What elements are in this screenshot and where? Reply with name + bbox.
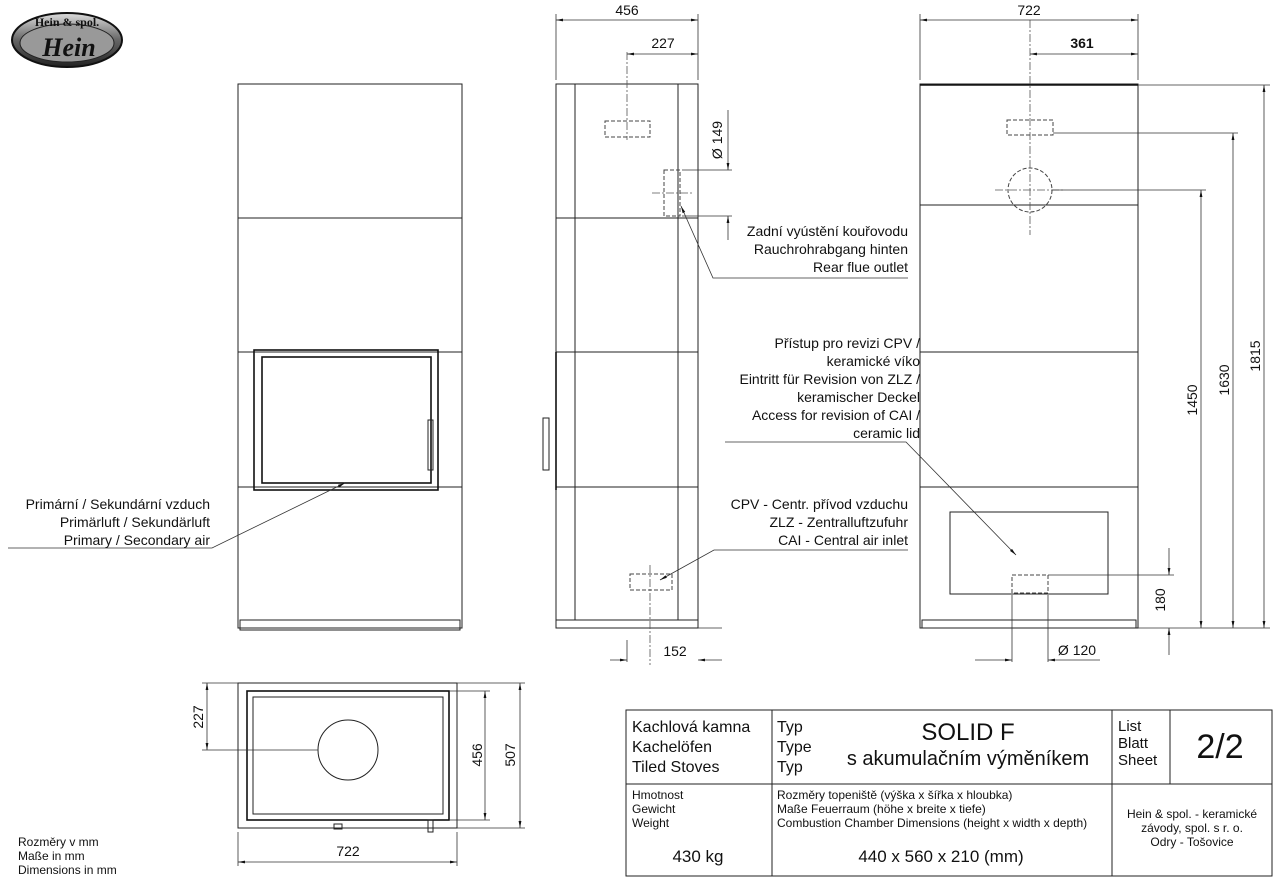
labels-revision-3-text: keramischer Deckel	[797, 389, 920, 405]
title_block-type_labels-0-text: Typ	[777, 719, 803, 736]
dims-inlet_dia-text: Ø 120	[1058, 642, 1096, 658]
title_block-weight-text: 430 kg	[672, 847, 723, 866]
title_block-chamber_labels-2-text: Combustion Chamber Dimensions (height x …	[777, 816, 1087, 830]
dims-back_half-text: 361	[1070, 35, 1094, 51]
title_block-weight_labels-0-text: Hmotnost	[632, 788, 684, 802]
dims-top_depth_flue-text: 227	[190, 705, 206, 729]
model-name: SOLID F	[921, 719, 1014, 746]
labels-units-1-text: Maße in mm	[18, 849, 85, 863]
hein-logo: Hein & spol. Hein	[11, 12, 123, 68]
labels-revision-2-text: Eintritt für Revision von ZLZ /	[739, 371, 920, 387]
labels-cai-1-text: ZLZ - Zentralluftzufuhr	[770, 514, 909, 530]
labels-air-1-text: Primärluft / Sekundärluft	[60, 514, 210, 530]
title_block-sheet_labels-1-text: Blatt	[1118, 735, 1149, 752]
labels-air-2-text: Primary / Secondary air	[64, 532, 211, 548]
firebox-door	[253, 349, 439, 491]
dims-top_507-text: 507	[502, 743, 518, 767]
title_block-product_kind-1-text: Kachelöfen	[632, 739, 712, 756]
title_block-chamber_labels-0-text: Rozměry topeniště (výška x šířka x hloub…	[777, 788, 1012, 802]
side-view: 456 227 Ø 149 152	[542, 2, 732, 665]
labels-revision-5-text: ceramic lid	[853, 425, 920, 441]
labels-rear_flue-2-text: Rear flue outlet	[813, 259, 908, 275]
dims-top_456-text: 456	[469, 743, 485, 767]
labels-air-0-text: Primární / Sekundární vzduch	[26, 496, 210, 512]
rear-flue-label: Zadní vyústění kouřovodu Rauchrohrabgang…	[680, 205, 908, 279]
sheet-number: 2/2	[1196, 728, 1243, 766]
title_block-company-1-text: závody, spol. s r. o.	[1141, 821, 1243, 835]
title_block-company-2-text: Odry - Tošovice	[1150, 835, 1233, 849]
door-handle	[427, 419, 434, 471]
title_block-product_kind-2-text: Tiled Stoves	[632, 759, 719, 776]
dims-h1450-text: 1450	[1184, 384, 1200, 415]
dims-flue_dia-text: Ø 149	[709, 121, 725, 159]
title_block-weight_labels-2-text: Weight	[632, 816, 670, 830]
logo-top-text: Hein & spol.	[35, 15, 99, 29]
dims-top_width-text: 722	[336, 843, 360, 859]
dims-side_width-text: 456	[615, 2, 639, 18]
title_block-type_labels-1-text: Type	[777, 739, 812, 756]
title_block-chamber_labels-1-text: Maße Feuerraum (höhe x breite x tiefe)	[777, 802, 986, 816]
title_block-chamber-text: 440 x 560 x 210 (mm)	[858, 847, 1023, 866]
title_block-company-0-text: Hein & spol. - keramické	[1127, 807, 1257, 821]
labels-units-2-text: Dimensions in mm	[18, 863, 117, 877]
labels-rear_flue-0-text: Zadní vyústění kouřovodu	[747, 223, 908, 239]
front-view	[237, 83, 463, 631]
title-block: Kachlová kamna Kachelöfen Tiled Stoves T…	[625, 709, 1273, 877]
dims-h1630-text: 1630	[1216, 364, 1232, 395]
top-view: 722 227 456 507	[190, 682, 525, 866]
title_block-product_kind-0-text: Kachlová kamna	[632, 719, 750, 736]
dims-side_flue-text: 227	[651, 35, 675, 51]
title_block-sheet_labels-0-text: List	[1118, 718, 1142, 735]
dims-h1815-text: 1815	[1247, 340, 1263, 371]
dims-back_width-text: 722	[1017, 2, 1041, 18]
units-note: Rozměry v mm Maße in mm Dimensions in mm	[18, 835, 117, 877]
cai-label: CPV - Centr. přívod vzduchu ZLZ - Zentra…	[659, 496, 909, 581]
labels-revision-1-text: keramické víko	[827, 353, 921, 369]
title_block-type_labels-2-text: Typ	[777, 759, 803, 776]
dims-side_inlet-text: 152	[663, 643, 687, 659]
dims-h180-text: 180	[1152, 588, 1168, 612]
labels-cai-0-text: CPV - Centr. přívod vzduchu	[731, 496, 908, 512]
labels-rear_flue-1-text: Rauchrohrabgang hinten	[754, 241, 908, 257]
air-label: Primární / Sekundární vzduch Primärluft …	[8, 482, 346, 549]
labels-cai-2-text: CAI - Central air inlet	[778, 532, 908, 548]
revision-label: Přístup pro revizi CPV / keramické víko …	[725, 335, 1017, 556]
title_block-sheet_labels-2-text: Sheet	[1118, 752, 1158, 769]
labels-units-0-text: Rozměry v mm	[18, 835, 99, 849]
labels-revision-0-text: Přístup pro revizi CPV /	[775, 335, 921, 351]
title_block-model_sub-text: s akumulačním výměníkem	[847, 748, 1089, 770]
back-view: 722 361 1815 1630 1450 180 Ø 120	[919, 2, 1270, 662]
logo-main-text: Hein	[41, 33, 95, 62]
title_block-weight_labels-1-text: Gewicht	[632, 802, 676, 816]
labels-revision-4-text: Access for revision of CAI /	[752, 407, 920, 423]
